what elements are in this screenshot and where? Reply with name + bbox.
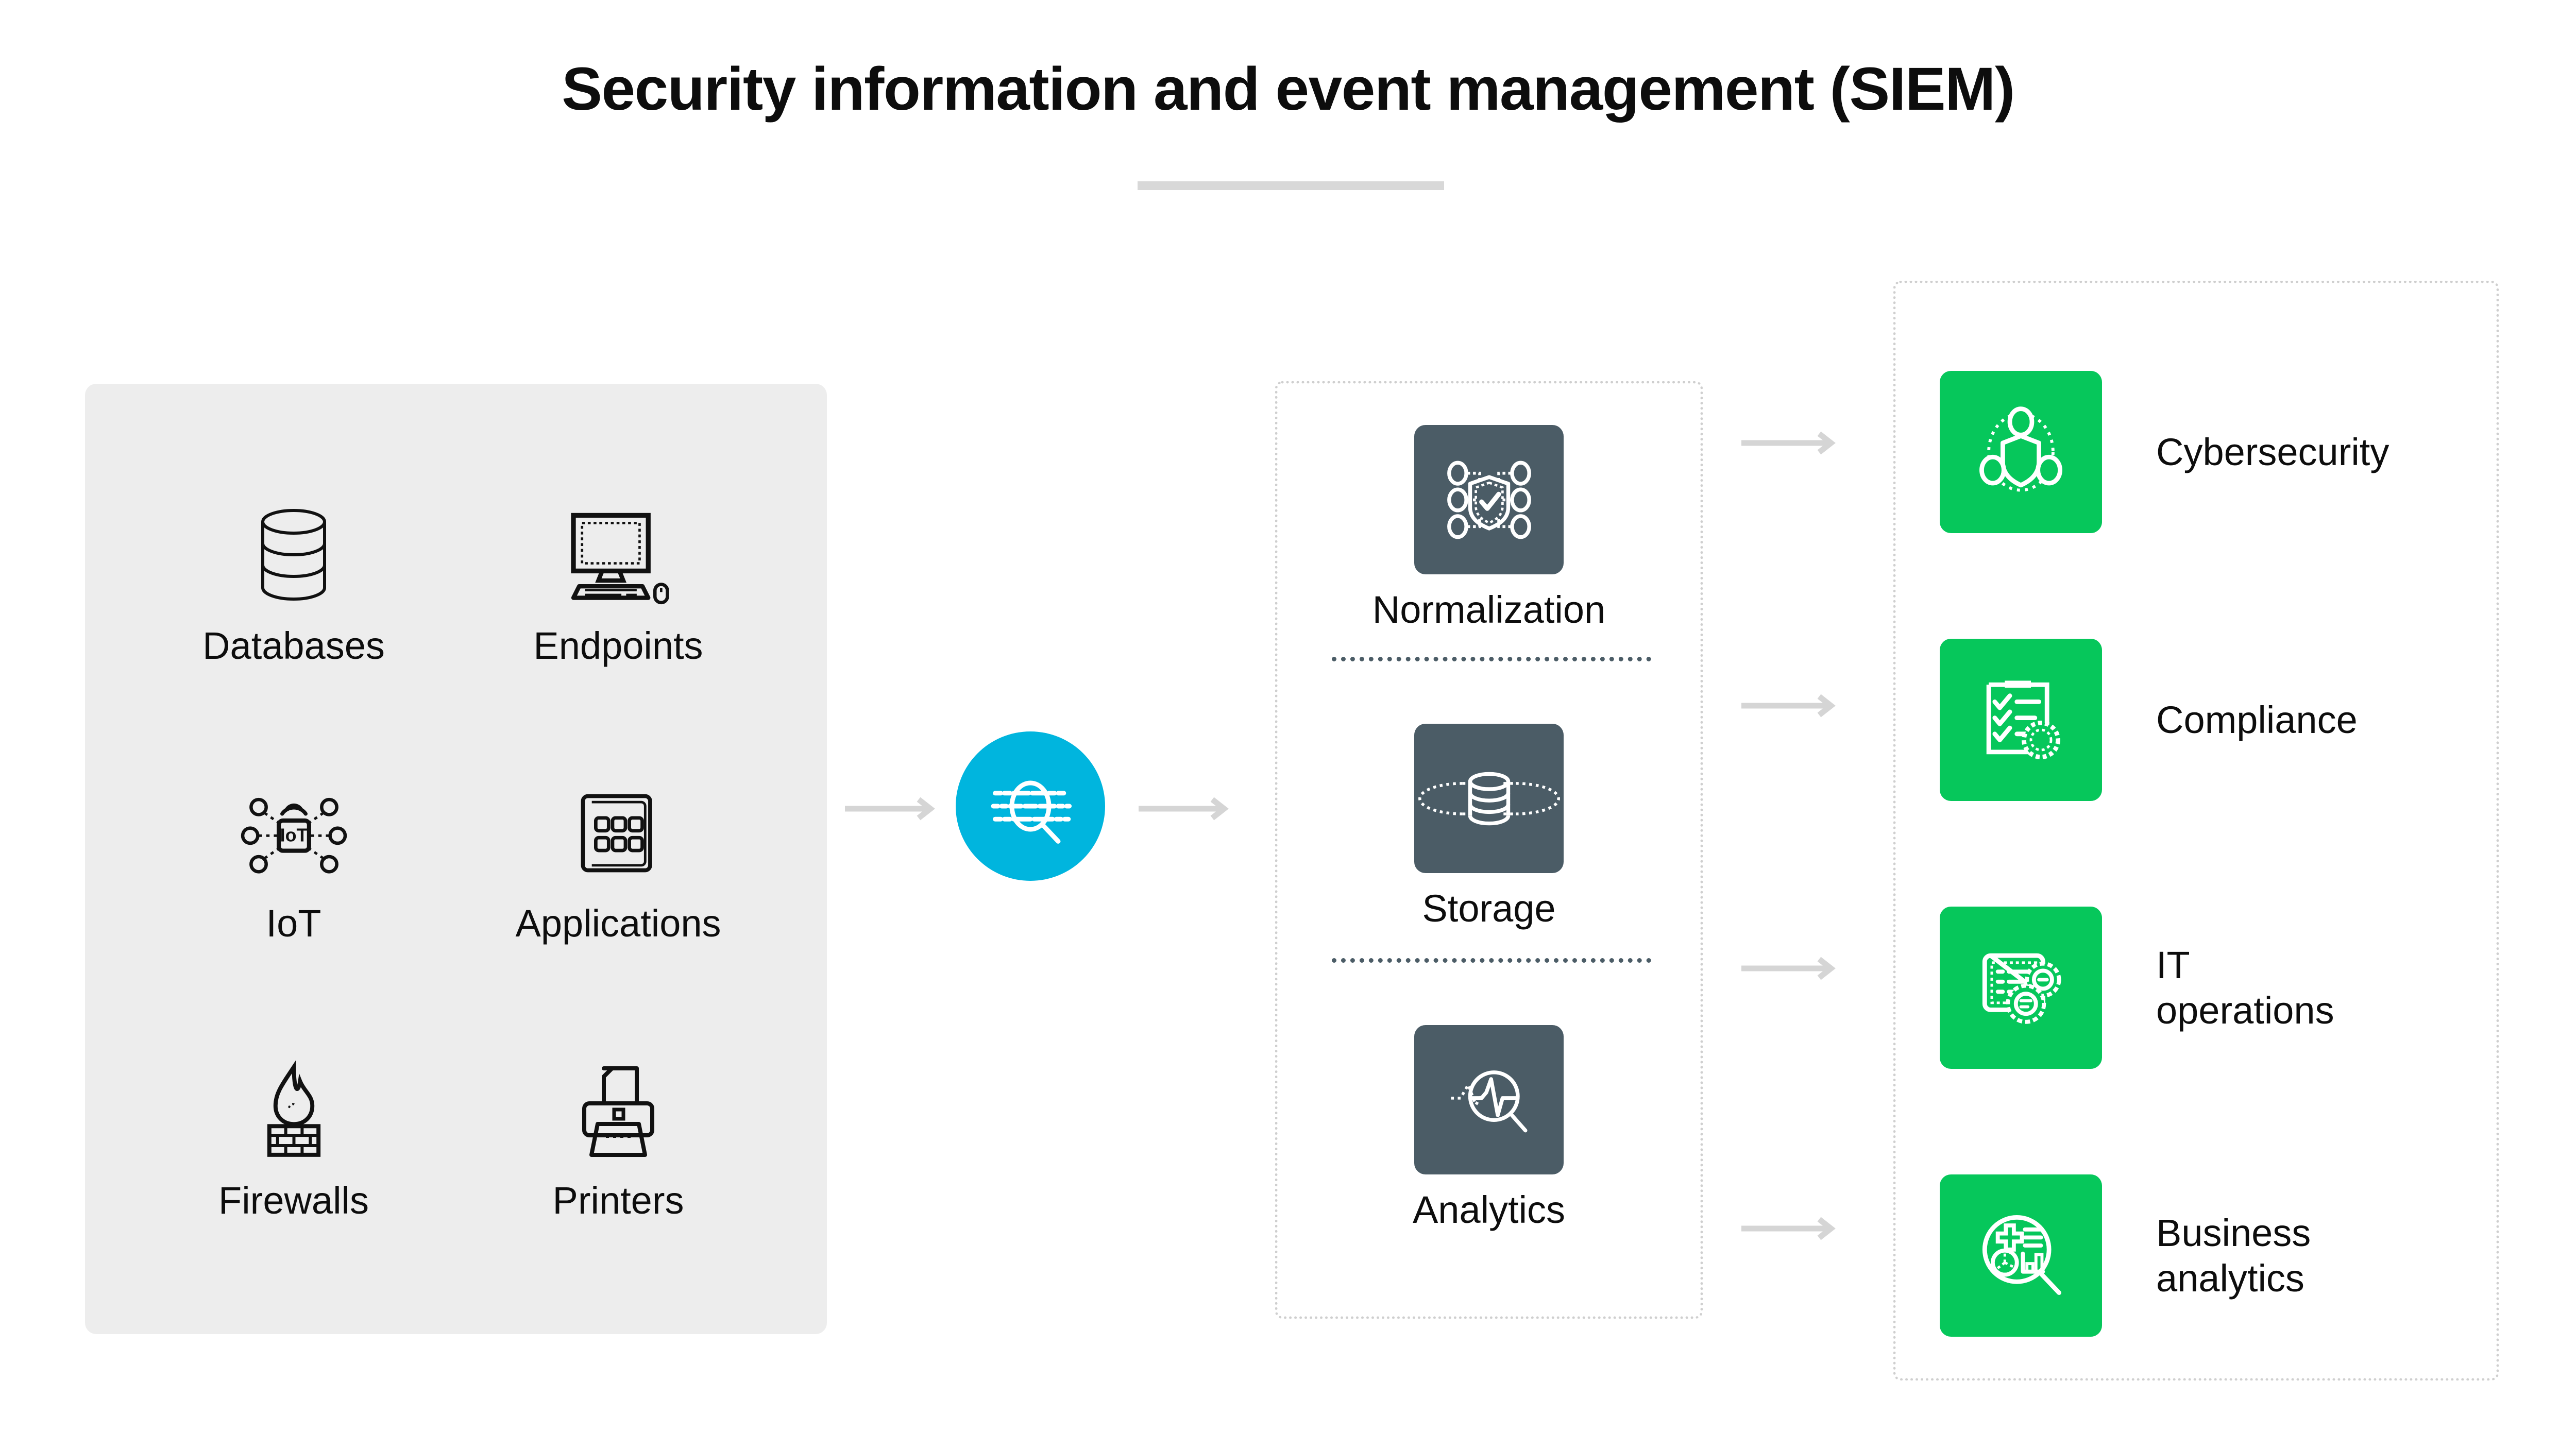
shield-check-network-icon — [1414, 425, 1564, 574]
source-label: Databases — [202, 624, 385, 668]
arrow-right-icon — [1741, 690, 1844, 721]
log-search-magnifier-icon — [984, 760, 1077, 853]
source-label: Printers — [552, 1179, 684, 1222]
outcome-label-line2: operations — [2156, 988, 2334, 1032]
source-item-iot[interactable]: IoT IoT — [131, 723, 456, 1000]
process-item-storage[interactable]: Storage — [1278, 724, 1700, 930]
arrow-right-icon — [1741, 428, 1844, 458]
process-separator — [1332, 958, 1651, 963]
magnifier-charts-icon — [1940, 1174, 2102, 1337]
outcome-item-compliance[interactable]: Compliance — [1940, 639, 2481, 801]
outcome-label: Cybersecurity — [2156, 430, 2389, 473]
source-item-printers[interactable]: Printers — [456, 1000, 781, 1277]
siem-hub[interactable] — [956, 731, 1105, 881]
applications-grid-icon — [576, 780, 661, 888]
source-item-endpoints[interactable]: Endpoints — [456, 446, 781, 723]
document-gears-icon — [1940, 907, 2102, 1069]
process-label: Storage — [1422, 887, 1556, 930]
source-label: Applications — [515, 901, 721, 945]
outcome-item-it-operations[interactable]: IT operations — [1940, 907, 2481, 1069]
page-title: Security information and event managemen… — [562, 55, 2015, 123]
arrow-right-icon — [845, 793, 943, 824]
outcome-label: Business analytics — [2156, 1211, 2311, 1301]
iot-network-icon: IoT — [241, 780, 347, 888]
outcome-label: Compliance — [2156, 698, 2358, 741]
process-separator — [1332, 657, 1651, 661]
title-underline-rule — [1138, 181, 1444, 190]
source-item-firewalls[interactable]: Firewalls — [131, 1000, 456, 1277]
arrow-right-icon — [1741, 1213, 1844, 1244]
outcomes-panel: Cybersecurity Compliance — [1893, 281, 2499, 1380]
outcome-item-business-analytics[interactable]: Business analytics — [1940, 1174, 2481, 1337]
source-item-applications[interactable]: Applications — [456, 723, 781, 1000]
database-icon — [252, 502, 335, 610]
arrow-right-icon — [1139, 793, 1236, 824]
process-item-analytics[interactable]: Analytics — [1278, 1025, 1700, 1232]
outcome-label-line1: Business — [2156, 1212, 2311, 1255]
outcome-label-line2: analytics — [2156, 1256, 2304, 1300]
clipboard-checklist-seal-icon — [1940, 639, 2102, 801]
process-label: Analytics — [1412, 1188, 1566, 1231]
process-item-normalization[interactable]: Normalization — [1278, 425, 1700, 632]
source-label: Endpoints — [533, 624, 703, 668]
iot-box-text: IoT — [280, 825, 308, 845]
printer-icon — [577, 1057, 659, 1165]
outcome-label: IT operations — [2156, 943, 2334, 1033]
outcome-item-cybersecurity[interactable]: Cybersecurity — [1940, 371, 2481, 533]
shield-nodes-icon — [1940, 371, 2102, 533]
desktop-computer-icon — [566, 502, 671, 610]
firewall-flame-icon — [259, 1057, 329, 1165]
process-label: Normalization — [1372, 588, 1606, 631]
source-label: Firewalls — [218, 1179, 369, 1222]
processing-pipeline-panel: Normalization Storage — [1275, 381, 1703, 1319]
magnifier-pulse-icon — [1414, 1025, 1564, 1174]
outcome-label-line1: IT — [2156, 944, 2190, 987]
database-cylinder-icon — [1414, 724, 1564, 873]
arrow-right-icon — [1741, 953, 1844, 984]
source-item-databases[interactable]: Databases — [131, 446, 456, 723]
data-sources-panel: Databases Endpoints — [85, 384, 827, 1334]
source-label: IoT — [266, 901, 321, 945]
